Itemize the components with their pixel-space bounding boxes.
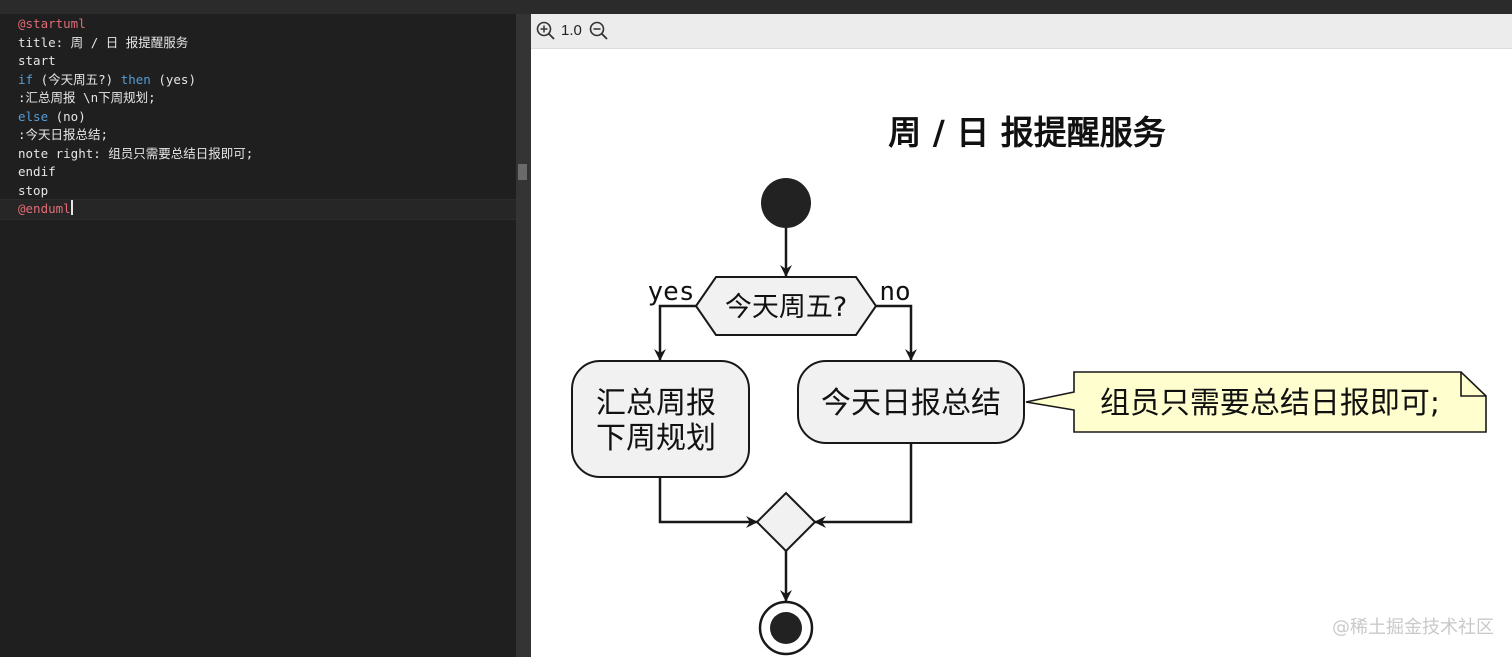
code-token: @startuml [18,16,86,31]
activity-no-label: 今天日报总结 [821,386,1001,421]
code-token: then [120,71,151,87]
current-line-highlight [0,199,530,220]
window-top-bar [0,0,1512,14]
code-line[interactable]: stop [18,182,253,201]
code-token: @enduml [18,201,71,216]
code-line[interactable]: :汇总周报 \n下周规划; [18,89,253,108]
watermark: @稀土掘金技术社区 [1332,617,1494,638]
flow-arrow-merge-yes [658,477,758,528]
yes-label: yes [648,277,695,307]
code-line[interactable]: endif [18,163,253,182]
text-caret [70,200,73,215]
flow-arrow-merge-no [814,443,913,528]
splitter-grip[interactable] [518,164,527,180]
code-token: stop [18,182,49,198]
code-token: if [18,71,34,87]
code-token: title: 周 / 日 报提醒服务 [18,34,189,50]
code-token: (今天周五?) [33,71,121,87]
code-line[interactable]: @enduml [18,200,253,219]
code-token: (no) [48,108,86,124]
activity-yes-line2: 下周规划 [596,421,716,456]
code-line[interactable]: note right: 组员只需要总结日报即可; [18,145,253,164]
zoom-out-icon[interactable] [588,20,610,42]
pane-splitter[interactable] [516,14,531,657]
zoom-level: 1.0 [561,22,582,39]
code-line[interactable]: :今天日报总结; [18,126,253,145]
code-token: endif [18,164,56,179]
code-line[interactable]: @startuml [18,15,253,34]
note-text: 组员只需要总结日报即可; [1100,386,1440,421]
flow-arrow-no [876,304,917,361]
code-token: (yes) [150,71,196,87]
code-token: note right: 组员只需要总结日报即可; [18,145,254,161]
code-line[interactable]: else (no) [18,108,253,127]
preview-toolbar: 1.0 [531,14,1512,49]
decision-label: 今天周五? [725,292,847,323]
zoom-in-icon[interactable] [535,20,557,42]
code-line[interactable]: if (今天周五?) then (yes) [18,71,253,90]
activity-yes-line1: 汇总周报 [596,386,716,421]
code-token: start [18,53,56,68]
start-node [761,178,811,228]
code-editor[interactable]: @startuml title: 周 / 日 报提醒服务 start if (今天周五… [0,14,530,657]
code-token: else [18,108,49,124]
code-token: :汇总周报 \n下周规划; [18,90,156,105]
no-label: no [879,277,910,307]
note-fold [1460,372,1486,397]
diagram-title: 周 / 日 报提醒服务 [888,113,1166,152]
code-token: :今天日报总结; [18,127,109,142]
stop-node-inner [770,612,802,644]
flow-arrow-yes [654,304,696,361]
diagram-preview: 1.0 周 / 日 报提醒服务 今天周五? yes no 汇总周报 [531,14,1512,657]
code-text[interactable]: @startuml title: 周 / 日 报提醒服务 start if (今天周五… [18,15,253,219]
activity-diagram: 周 / 日 报提醒服务 今天周五? yes no 汇总周报 下周规划 今天日报总… [571,113,1487,656]
merge-node [755,491,817,553]
code-line[interactable]: start [18,52,253,71]
code-line[interactable]: title: 周 / 日 报提醒服务 [18,34,253,53]
note-box [1025,371,1487,433]
